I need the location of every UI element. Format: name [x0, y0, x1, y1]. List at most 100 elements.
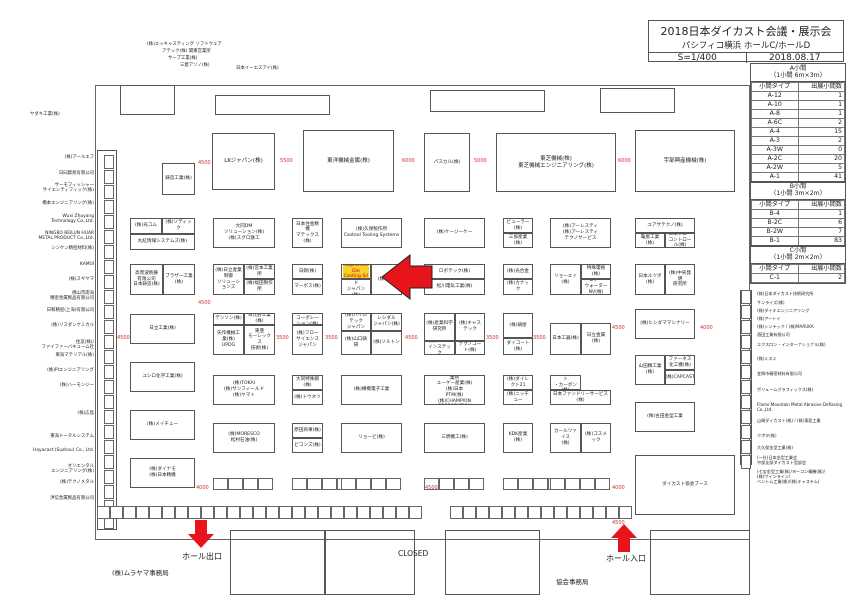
booth[interactable]: (株)光コム: [130, 218, 162, 234]
small-booth[interactable]: [463, 506, 476, 519]
small-booth[interactable]: [307, 478, 322, 490]
booth[interactable]: 山田精工業(株): [635, 355, 665, 385]
booth[interactable]: (株)古田金型工業: [635, 402, 695, 432]
booth[interactable]: 三明機工(株): [424, 423, 485, 453]
small-booth[interactable]: [518, 478, 533, 490]
small-booth[interactable]: [741, 380, 751, 394]
booth[interactable]: (株)パイロテック ジャパン: [341, 313, 371, 331]
booth[interactable]: (株)キャステック: [455, 313, 485, 341]
small-booth[interactable]: [318, 506, 331, 519]
small-booth[interactable]: [439, 478, 454, 490]
booth[interactable]: (株)中央発明 研究所: [665, 264, 695, 295]
small-booth[interactable]: [104, 275, 114, 289]
small-booth[interactable]: [97, 506, 110, 519]
booth[interactable]: KDK産業(株): [503, 423, 533, 453]
small-booth[interactable]: [580, 506, 593, 519]
booth[interactable]: モルガナイト ・カーボン(株): [550, 375, 581, 390]
small-booth[interactable]: [104, 305, 114, 319]
small-booth[interactable]: [503, 478, 518, 490]
booth[interactable]: レシダル ジャパン(株): [371, 313, 402, 331]
small-booth[interactable]: [110, 506, 123, 519]
booth[interactable]: (株)TOKAI (株)サンフィールド (株)ヤマト: [213, 375, 275, 405]
small-booth[interactable]: [383, 506, 396, 519]
small-booth[interactable]: [123, 506, 136, 519]
booth[interactable]: (株)ダイレクト21: [503, 375, 533, 390]
small-booth[interactable]: [104, 485, 114, 499]
booth[interactable]: 日本ファンドリーサービス(株): [550, 390, 611, 405]
small-booth[interactable]: [136, 506, 149, 519]
small-booth[interactable]: [188, 506, 201, 519]
small-booth[interactable]: [550, 478, 565, 490]
small-booth[interactable]: [741, 335, 751, 349]
booth[interactable]: (株)久保製作所 Castool Tooling Systems: [341, 218, 402, 248]
small-booth[interactable]: [253, 506, 266, 519]
small-booth[interactable]: [554, 506, 567, 519]
small-booth[interactable]: [104, 365, 114, 379]
small-booth[interactable]: [741, 320, 751, 334]
small-booth[interactable]: [104, 410, 114, 424]
booth[interactable]: 鋳造工業(株): [162, 163, 195, 195]
small-booth[interactable]: [476, 506, 489, 519]
small-booth[interactable]: [243, 478, 258, 490]
small-booth[interactable]: [305, 506, 318, 519]
booth[interactable]: (株)エス: [371, 264, 402, 295]
small-booth[interactable]: [104, 395, 114, 409]
small-booth[interactable]: [104, 380, 114, 394]
booth[interactable]: 亀屋工業(株): [635, 233, 665, 248]
small-booth[interactable]: [227, 506, 240, 519]
booth[interactable]: リョーエイ(株): [550, 264, 581, 295]
booth[interactable]: ユアサテクノ(株): [635, 218, 695, 233]
booth[interactable]: (株)トウネツ: [292, 390, 323, 405]
small-booth[interactable]: [606, 506, 619, 519]
small-booth[interactable]: [741, 425, 751, 439]
booth[interactable]: (株)福田製作所: [244, 279, 275, 295]
booth[interactable]: 白銅(株): [292, 264, 323, 279]
small-booth[interactable]: [292, 478, 307, 490]
booth[interactable]: ファーネス 化工機(株): [665, 355, 695, 370]
booth[interactable]: ダイカスト協会ブース: [635, 455, 735, 515]
booth[interactable]: ビューラー(株): [503, 218, 533, 233]
booth[interactable]: 高周波熱錬 有限公司 日本鋳造(株): [130, 264, 163, 295]
small-booth[interactable]: [104, 335, 114, 349]
small-booth[interactable]: [104, 320, 114, 334]
small-booth[interactable]: [201, 506, 214, 519]
booth[interactable]: Copromec Die Casting Srl: [341, 264, 371, 279]
small-booth[interactable]: [149, 506, 162, 519]
small-booth[interactable]: [104, 230, 114, 244]
booth[interactable]: (株)ヒシダママシナリー: [635, 309, 695, 339]
small-booth[interactable]: [593, 506, 606, 519]
booth[interactable]: 大同特殊鋼(株): [292, 375, 323, 390]
booth[interactable]: パスカル(株): [424, 133, 470, 192]
small-booth[interactable]: [741, 350, 751, 364]
booth[interactable]: (株)エーケーダイカスト工業所 ユーケー産業(株) (株)日本 PTM(株) (…: [424, 375, 485, 405]
booth[interactable]: 宇部興産機械(株): [635, 130, 735, 192]
small-booth[interactable]: [104, 350, 114, 364]
small-booth[interactable]: [104, 455, 114, 469]
small-booth[interactable]: [528, 506, 541, 519]
small-booth[interactable]: [104, 245, 114, 259]
booth[interactable]: ブラザー工業(株): [163, 264, 195, 295]
small-booth[interactable]: [567, 506, 580, 519]
small-booth[interactable]: [533, 478, 548, 490]
booth[interactable]: (株)コスメック: [581, 423, 611, 453]
small-booth[interactable]: [741, 395, 751, 409]
small-booth[interactable]: [741, 290, 751, 304]
small-booth[interactable]: [741, 440, 751, 454]
booth[interactable]: 日本フロー コントロール(株): [665, 233, 695, 248]
booth[interactable]: (株)CAPCAST: [665, 370, 695, 385]
booth[interactable]: 丸紅情報システムズ(株): [130, 234, 195, 250]
small-booth[interactable]: [565, 478, 580, 490]
booth[interactable]: リョービ(株): [341, 423, 402, 453]
booth[interactable]: 東亜 モーレックス 技術(株): [244, 325, 275, 355]
small-booth[interactable]: [175, 506, 188, 519]
small-booth[interactable]: [741, 455, 751, 469]
booth[interactable]: LKジャパン(株): [212, 133, 275, 190]
small-booth[interactable]: [104, 425, 114, 439]
small-booth[interactable]: [409, 506, 422, 519]
booth[interactable]: 東芝機械(株) 東芝機械エンジニアリング(株): [496, 133, 616, 192]
booth[interactable]: 大同DM ソリューション(株) (株)スグロ鉄工: [213, 218, 275, 248]
booth[interactable]: 日比野工業(株): [244, 313, 275, 325]
booth[interactable]: 特殊電極(株): [581, 264, 611, 279]
small-booth[interactable]: [595, 478, 610, 490]
small-booth[interactable]: [104, 440, 114, 454]
